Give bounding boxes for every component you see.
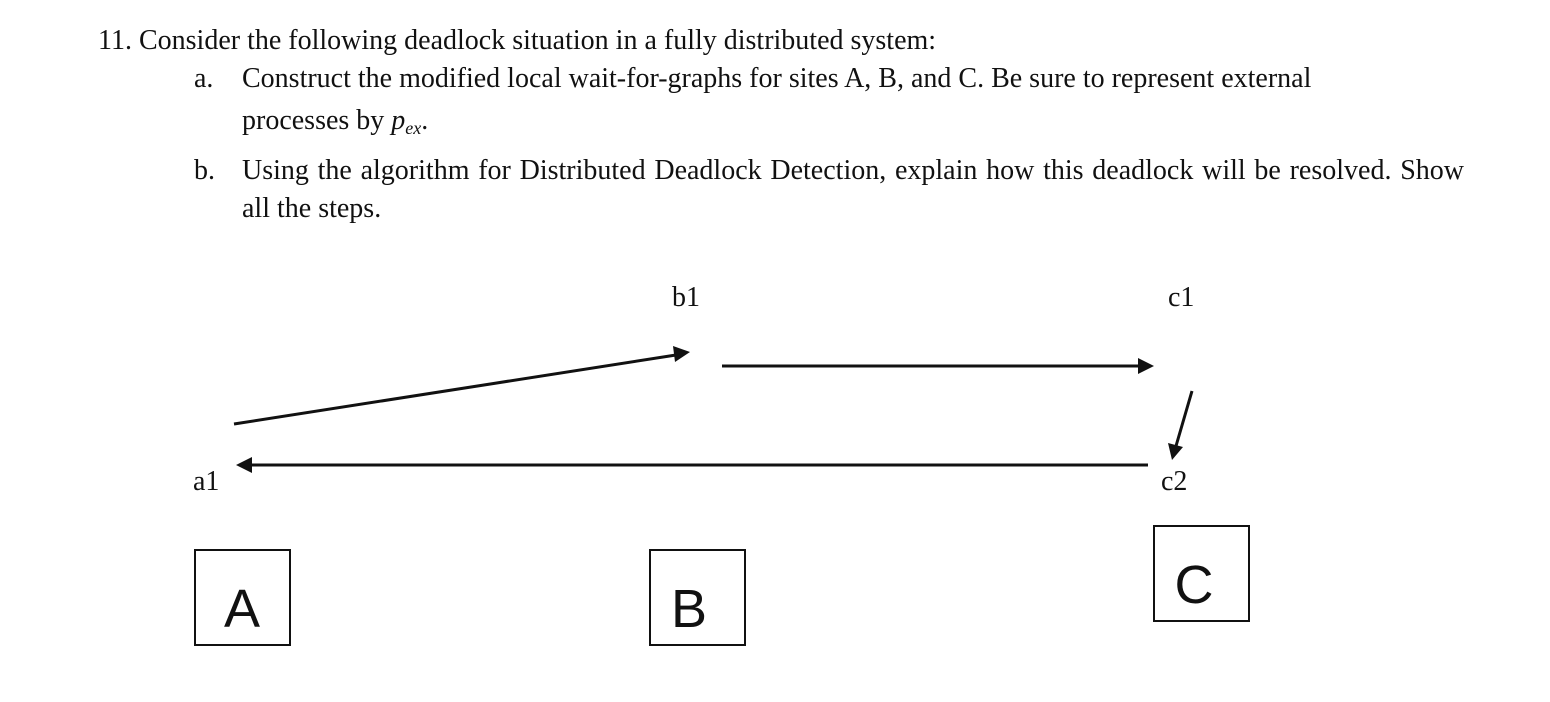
part-a-marker: a. [194,63,214,94]
edge-c2-to-a1 [236,457,1148,473]
edge-a1-to-b1-arrowhead [673,346,690,362]
edge-c1-to-c2-line [1174,390,1194,447]
part-a-line-2: processes by pex. [242,102,1464,147]
site-b-label: B [671,579,707,639]
pex-subscript: ex [405,118,422,138]
site-b-frame [649,549,746,646]
edge-b1-to-c1-arrowhead [1138,358,1154,374]
site-b-box: B [649,549,746,646]
part-a-line-2-end: . [421,105,429,136]
edge-a1-to-b1 [233,346,690,426]
edge-c2-to-a1-arrowhead [236,457,252,473]
site-a-frame [194,549,291,646]
part-b-text: Using the algorithm for Distributed Dead… [242,155,1464,224]
site-a-label: A [224,579,260,639]
part-a-line-1: Construct the modified local wait-for-gr… [242,63,1312,94]
site-c-label: C [1175,555,1214,615]
part-b-marker: b. [194,155,215,186]
pex-symbol: p [391,105,406,136]
part-a-line-2-text: processes by [242,105,392,136]
site-a-box: A [194,549,291,646]
edge-c1-to-c2 [1168,390,1194,460]
question-block: 11. Consider the following deadlock situ… [98,22,1478,228]
site-c-box: C [1153,525,1250,622]
question-stem: 11. Consider the following deadlock situ… [98,25,937,56]
edge-a1-to-b1-line [233,353,677,426]
process-a1-label: a1 [193,466,219,497]
process-c1-label: c1 [1168,282,1194,313]
site-c-frame [1153,525,1250,622]
edge-b1-to-c1 [722,358,1154,374]
process-c2-label: c2 [1161,466,1187,497]
question-part-a: a. Construct the modified local wait-for… [194,60,1464,147]
process-b1-label: b1 [672,282,700,313]
edge-c1-to-c2-arrowhead [1168,443,1183,460]
question-part-b: b. Using the algorithm for Distributed D… [194,152,1464,228]
